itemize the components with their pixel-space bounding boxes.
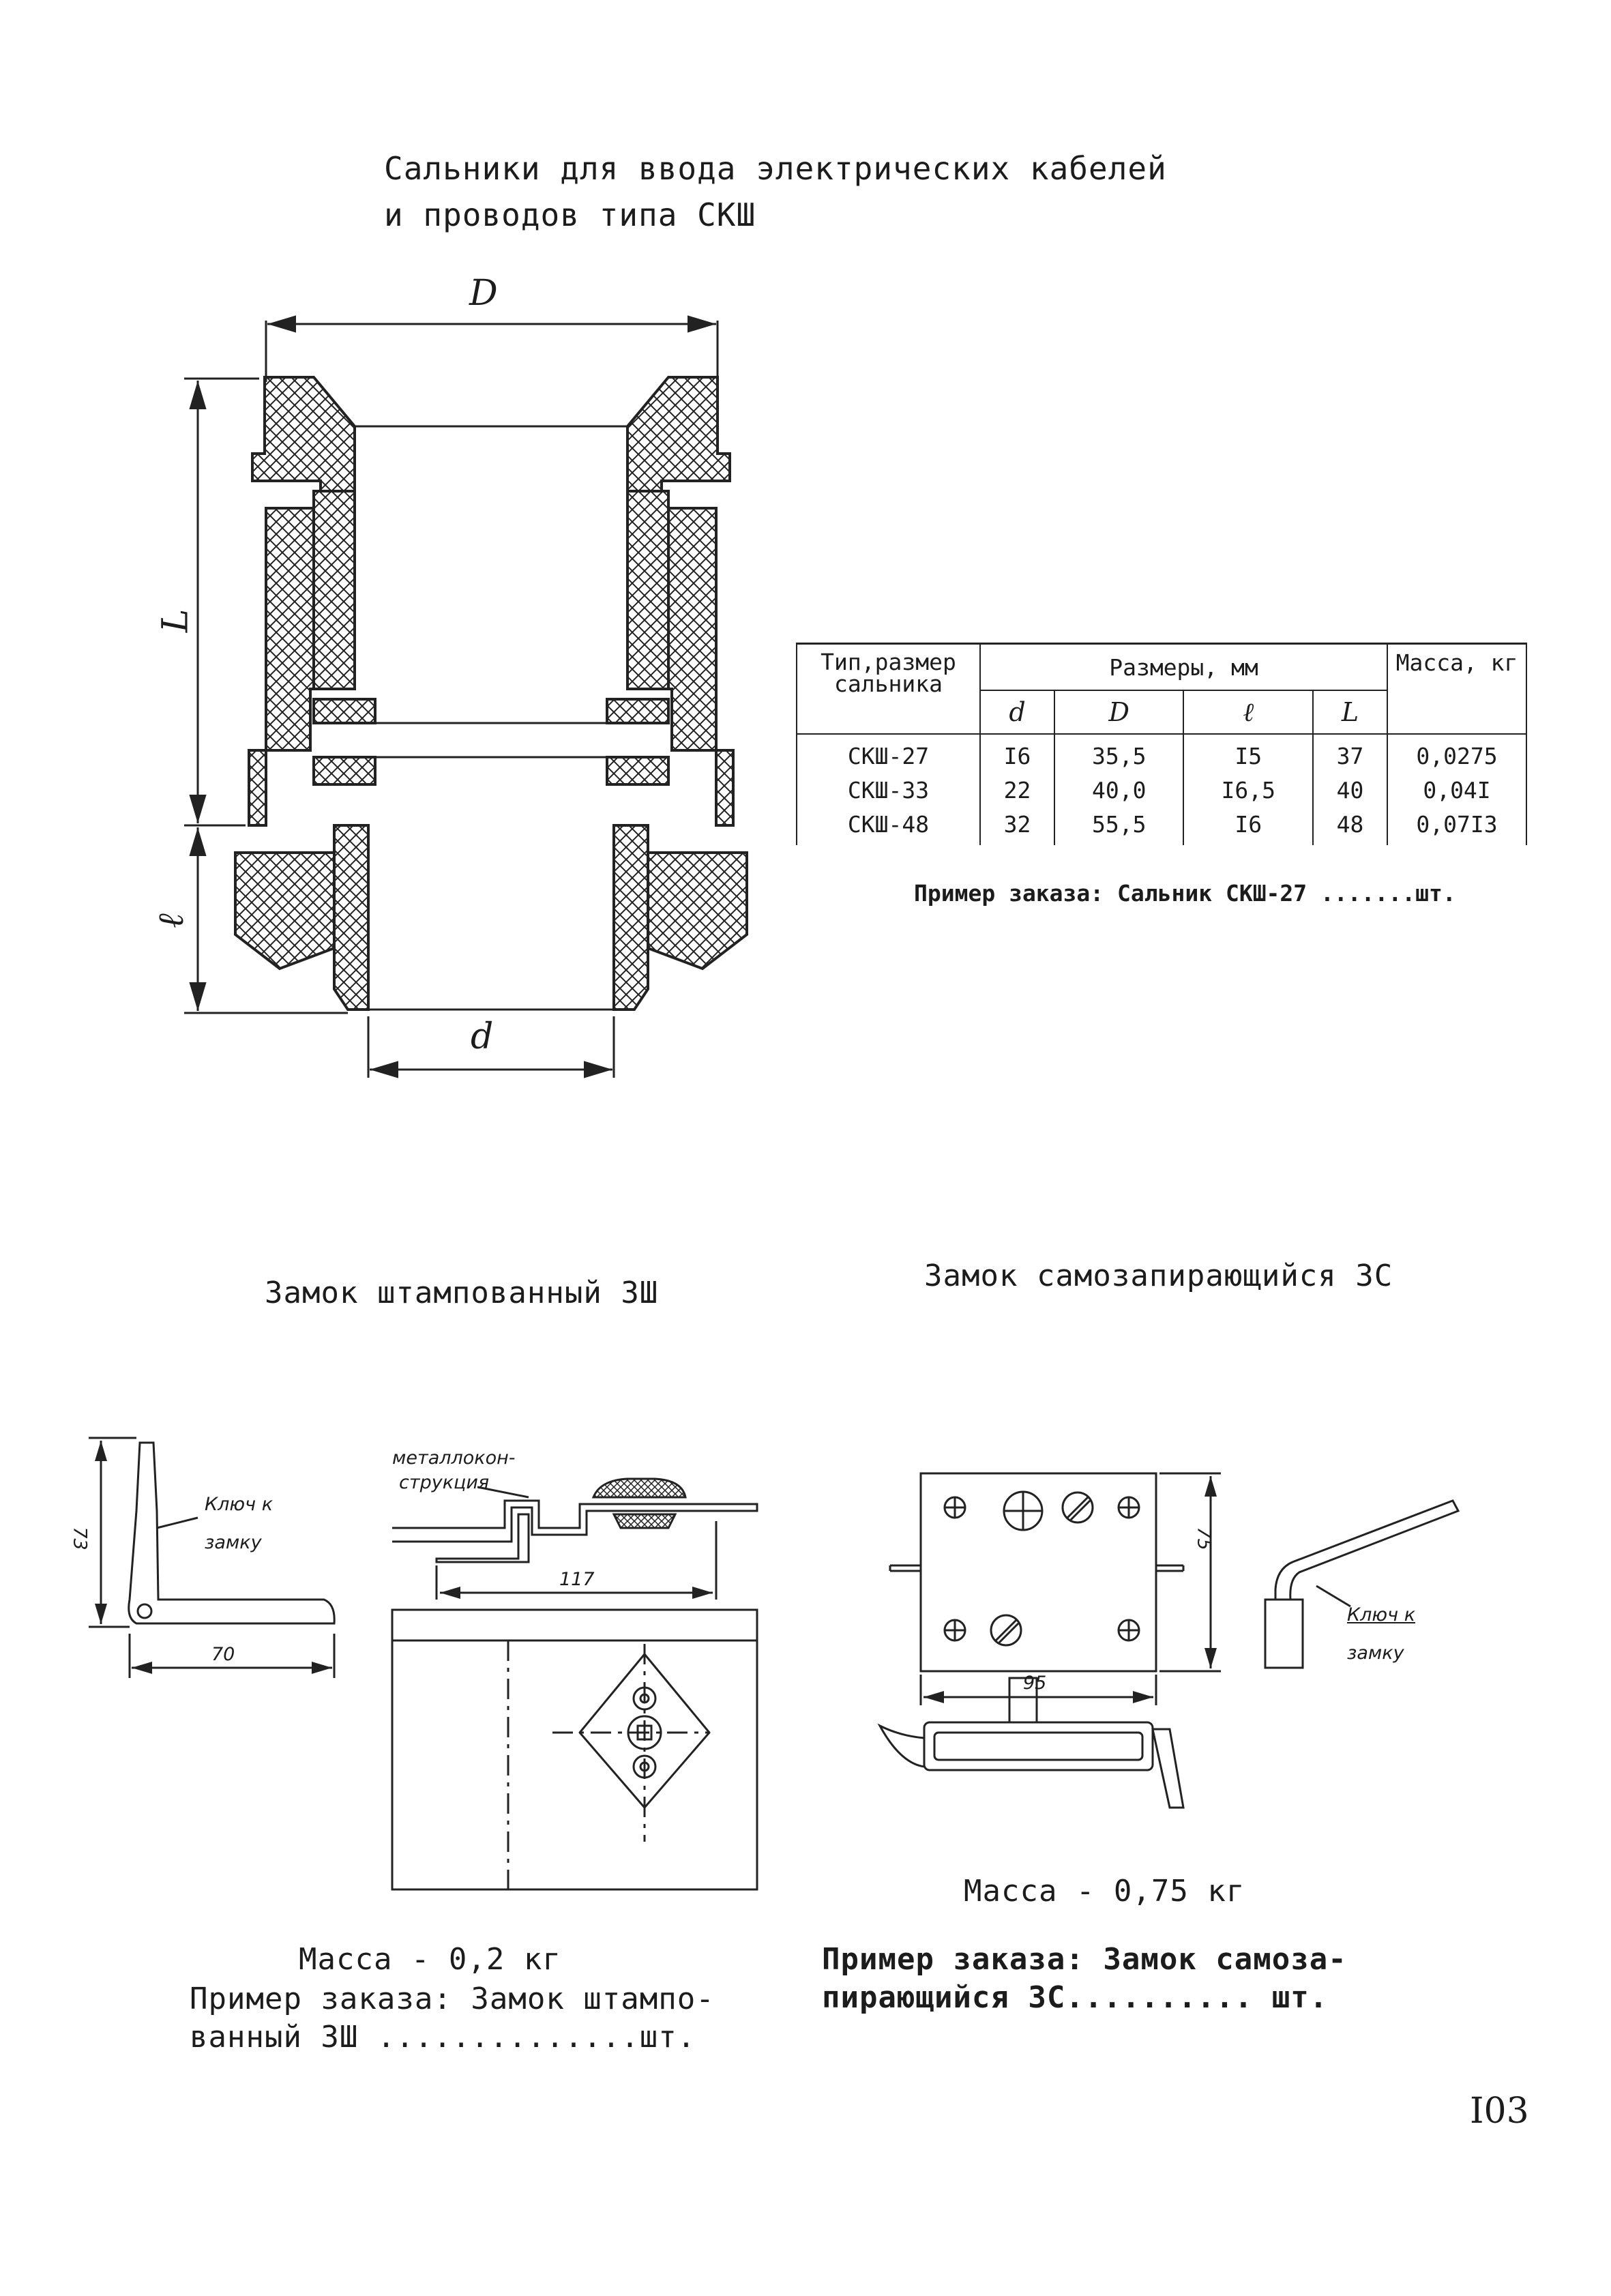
cell-l: I6,5: [1183, 773, 1314, 807]
gland-gasket-right-2: [606, 756, 670, 786]
metalconstruction-label: металлокон- струкция: [392, 1447, 516, 1493]
gland-body-right: [667, 507, 735, 827]
cell-L: 40: [1312, 773, 1388, 807]
lock-stamped-drawing: [89, 1437, 758, 1891]
cell-mass: 0,04I: [1387, 773, 1527, 807]
key-label-selflock: Ключ к замку: [1347, 1604, 1415, 1664]
page-number: I03: [1470, 2091, 1529, 2132]
gland-top-nut-right: [626, 376, 731, 492]
cell-mass: 0,07I3: [1387, 807, 1527, 845]
gland-dim-l-label: ℓ: [150, 913, 192, 928]
lock-selflock-title: Замок самозапирающийся ЗС: [924, 1259, 1393, 1293]
col-type-header: Тип,размер сальника: [796, 643, 981, 735]
sub-header-d: d: [979, 690, 1055, 735]
gland-dim-L-label: L: [155, 608, 196, 633]
selflock-key: [1264, 1598, 1304, 1669]
dim-73-label: 73: [69, 1527, 91, 1550]
cell-d: 22: [979, 773, 1055, 807]
gland-gasket-right: [606, 698, 670, 724]
cell-D: 35,5: [1053, 734, 1185, 773]
gland-dim-D-label: D: [469, 273, 498, 314]
cell-l: I5: [1183, 734, 1314, 773]
title-line-1: Сальники для ввода электрических кабелей: [384, 150, 1167, 187]
table-row: СКШ-27 I6 35,5 I5 37 0,0275: [796, 734, 1527, 773]
table-row: СКШ-48 32 55,5 I6 48 0,07I3: [796, 807, 1527, 845]
gland-tube-left: [333, 824, 370, 1011]
cell-L: 37: [1312, 734, 1388, 773]
cell-type: СКШ-48: [796, 807, 981, 845]
col-sizes-header: Размеры, мм: [979, 643, 1388, 691]
lock-plate-front: [391, 1608, 758, 1891]
lock-plate-side: [392, 1499, 758, 1543]
key-profile: [128, 1441, 336, 1625]
lock-cylinder: [591, 1477, 687, 1499]
lock-stamped-mass: Масса - 0,2 кг: [299, 1942, 561, 1977]
cell-D: 55,5: [1053, 807, 1185, 845]
gland-gasket-left: [312, 698, 376, 724]
gland-top-nut-left: [251, 376, 356, 492]
cell-type: СКШ-27: [796, 734, 981, 773]
cell-d: 32: [979, 807, 1055, 845]
gland-body-left: [248, 507, 315, 827]
lock-selflock-drawing: [877, 1472, 1460, 1809]
col-mass-header: Масса, кг: [1387, 643, 1527, 735]
gland-gasket-left-2: [312, 756, 376, 786]
lock-body-front: [919, 1472, 1157, 1673]
cell-l: I6: [1183, 807, 1314, 845]
gland-sleeve-left: [312, 490, 356, 690]
cell-d: I6: [979, 734, 1055, 773]
title-line-2: и проводов типа СКШ: [384, 196, 756, 233]
cell-L: 48: [1312, 807, 1388, 845]
lock-selflock-order-example: Пример заказа: Замок самоза- пирающийся …: [822, 1942, 1347, 2015]
sub-header-l: ℓ: [1183, 690, 1314, 735]
dim-95-label: 95: [1023, 1673, 1047, 1694]
cell-mass: 0,0275: [1387, 734, 1527, 773]
cell-type: СКШ-33: [796, 773, 981, 807]
gland-bottom-nut-right: [647, 851, 748, 971]
sub-header-L: L: [1312, 690, 1388, 735]
lock-stamped-order-example: Пример заказа: Замок штампо- ванный ЗШ .…: [190, 1982, 715, 2055]
gland-dim-d-label: d: [471, 1016, 494, 1057]
lock-diamond-plate: [578, 1653, 711, 1809]
gland-cross-section-drawing: [184, 315, 748, 1078]
cell-D: 40,0: [1053, 773, 1185, 807]
dim-75-label: 75: [1193, 1527, 1215, 1550]
gland-sleeve-right: [626, 490, 670, 690]
lock-selflock-mass: Масса - 0,75 кг: [964, 1874, 1245, 1909]
lock-body-side: [877, 1723, 926, 1768]
dim-117-label: 117: [559, 1569, 595, 1590]
gland-spec-table: Тип,размер сальника Размеры, мм Масса, к…: [796, 643, 1527, 845]
gland-bottom-nut-left: [234, 851, 336, 971]
dim-70-label: 70: [211, 1644, 235, 1665]
page-title: Сальники для ввода электрических кабелей…: [384, 145, 1167, 238]
key-label-stamped: Ключ к замку: [205, 1494, 273, 1553]
gland-tube-right: [612, 824, 649, 1011]
gland-order-example: Пример заказа: Сальник СКШ-27 .......шт.: [914, 880, 1456, 907]
table-row: СКШ-33 22 40,0 I6,5 40 0,04I: [796, 773, 1527, 807]
lock-stamped-title: Замок штампованный ЗШ: [265, 1276, 659, 1310]
sub-header-D: D: [1053, 690, 1185, 735]
